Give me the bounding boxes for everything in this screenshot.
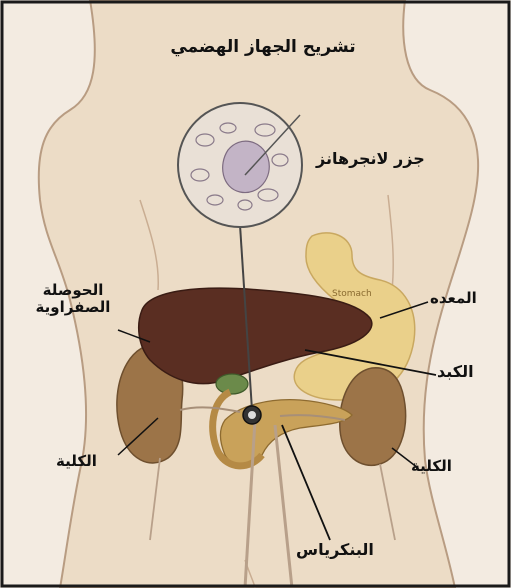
label-liver: الكبد (437, 363, 474, 381)
label-kidney-left: الكلية (56, 453, 97, 470)
pancreas-focus-center (248, 411, 256, 419)
label-stomach: المعده (430, 290, 477, 307)
label-islets: جزر لانجرهانز (316, 150, 425, 168)
label-pancreas: البنكرياس (296, 541, 374, 559)
islet-cluster (223, 141, 270, 192)
stomach-tag: Stomach (332, 289, 372, 299)
label-kidney-right: الكلية (411, 458, 452, 475)
label-gallbladder-line1: الحوصلة (18, 282, 128, 299)
label-gallbladder-line2: الصفراوية (18, 299, 128, 316)
diagram-title: تشريح الجهاز الهضمي (158, 38, 368, 58)
label-gallbladder: الحوصلة الصفراوية (18, 282, 128, 317)
gallbladder (216, 374, 248, 394)
